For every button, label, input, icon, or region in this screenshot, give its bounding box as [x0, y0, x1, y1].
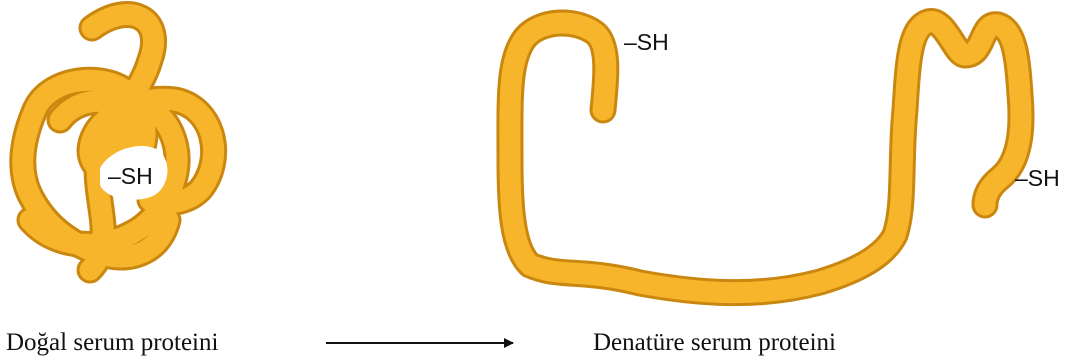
denatured-protein-strand	[510, 22, 1021, 293]
denatured-sh-label-right: –SH	[1015, 165, 1060, 191]
native-protein-caption: Doğal serum proteini	[6, 330, 218, 355]
denatured-sh-label-top: –SH	[624, 29, 669, 55]
denatured-protein-caption: Denatüre serum proteini	[593, 330, 836, 355]
native-sh-label: –SH	[108, 163, 153, 189]
native-protein-coil	[23, 15, 214, 270]
